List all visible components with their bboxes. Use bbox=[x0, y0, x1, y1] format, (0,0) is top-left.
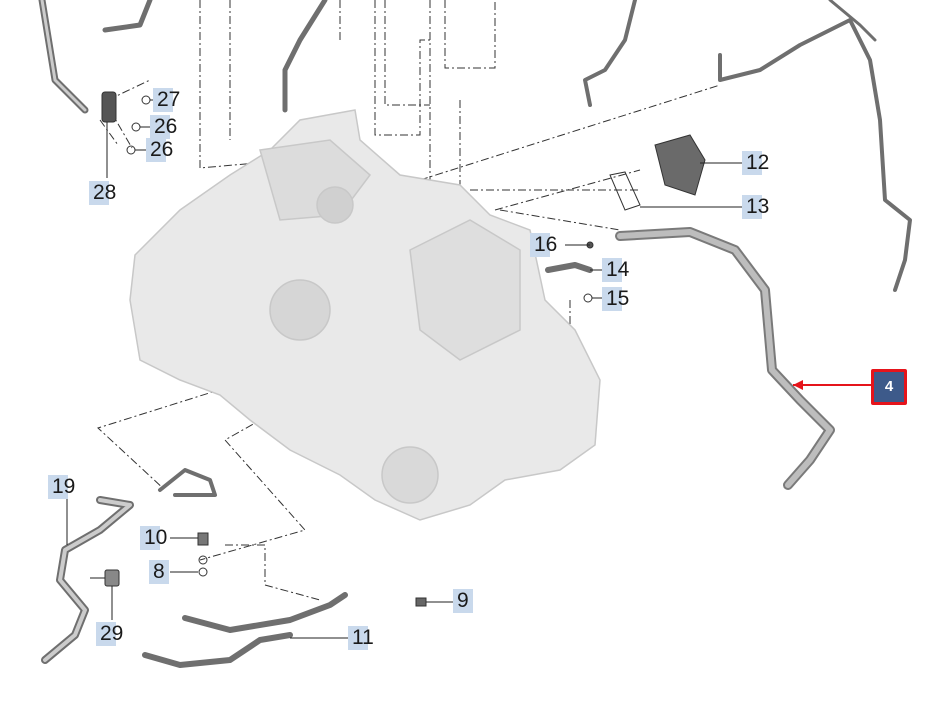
hose-4 bbox=[615, 227, 835, 490]
label-number: 15 bbox=[606, 287, 630, 310]
label-number: 29 bbox=[100, 622, 124, 645]
engine-block bbox=[129, 109, 601, 521]
label-number: 13 bbox=[746, 195, 770, 218]
callout-part-4[interactable]: 4 bbox=[871, 369, 907, 405]
label-number: 14 bbox=[606, 258, 630, 281]
label-number: 10 bbox=[144, 526, 168, 549]
label-number: 27 bbox=[157, 88, 181, 111]
label-number: 8 bbox=[153, 560, 165, 583]
small-parts bbox=[101, 91, 706, 607]
part-label-11[interactable]: 11 bbox=[348, 626, 374, 650]
label-number: 12 bbox=[746, 151, 770, 174]
label-number: 26 bbox=[154, 115, 178, 138]
part-label-8[interactable]: 8 bbox=[149, 560, 169, 584]
part-label-27[interactable]: 27 bbox=[153, 88, 181, 112]
part-label-15[interactable]: 15 bbox=[602, 287, 630, 311]
hoses bbox=[38, 0, 912, 668]
part-label-9[interactable]: 9 bbox=[453, 589, 473, 613]
part-label-14[interactable]: 14 bbox=[602, 258, 630, 282]
label-number: 9 bbox=[457, 589, 469, 612]
label-number: 11 bbox=[352, 626, 374, 649]
part-label-10[interactable]: 10 bbox=[140, 526, 168, 550]
part-label-26b[interactable]: 26 bbox=[146, 138, 174, 162]
part-label-26[interactable]: 26 bbox=[150, 115, 178, 139]
part-label-29[interactable]: 29 bbox=[96, 622, 124, 646]
label-leaders bbox=[66, 99, 871, 639]
label-number: 19 bbox=[52, 475, 76, 498]
part-label-16[interactable]: 16 bbox=[530, 233, 558, 257]
part-label-12[interactable]: 12 bbox=[742, 151, 770, 175]
part-label-13[interactable]: 13 bbox=[742, 195, 770, 219]
label-number: 16 bbox=[534, 233, 558, 256]
label-number: 26 bbox=[150, 138, 174, 161]
part-label-28[interactable]: 28 bbox=[89, 181, 117, 205]
label-number: 28 bbox=[93, 181, 117, 204]
part-label-19[interactable]: 19 bbox=[48, 475, 76, 499]
